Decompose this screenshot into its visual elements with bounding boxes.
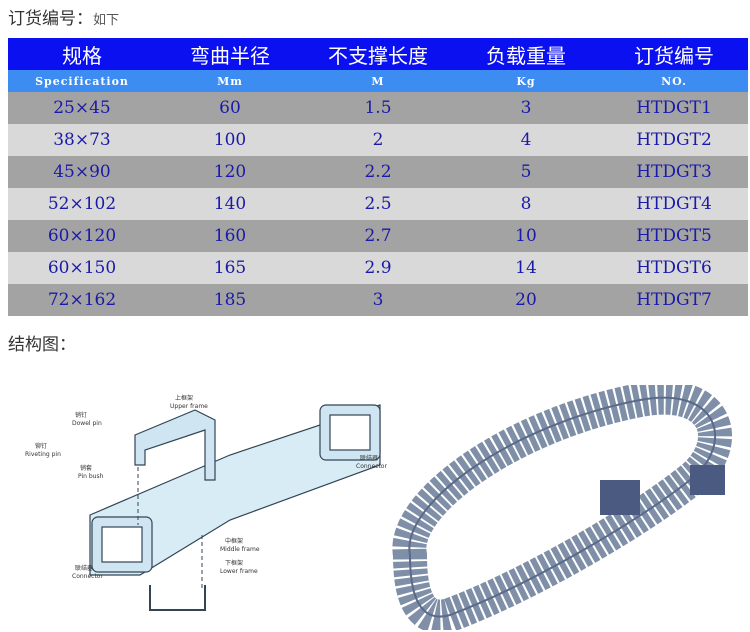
table-cell: 60 bbox=[156, 92, 304, 124]
label-upper: 上框架 bbox=[175, 394, 193, 402]
order-heading: 订货编号：如下 bbox=[8, 4, 119, 29]
label-riveting: 铆钉 bbox=[35, 442, 47, 450]
label-connector-right-en: Connector bbox=[356, 463, 387, 470]
table-cell: 185 bbox=[156, 284, 304, 316]
label-connector-left: 联结器 bbox=[75, 564, 93, 572]
table-cell: 2 bbox=[304, 124, 452, 156]
label-connector-left-en: Connector bbox=[72, 573, 103, 580]
table-cell: 14 bbox=[452, 252, 600, 284]
unit-header: Mm bbox=[156, 70, 304, 92]
label-dowel-en: Dowel pin bbox=[72, 420, 102, 427]
table-cell: 38×73 bbox=[8, 124, 156, 156]
column-header: 不支撑长度 bbox=[304, 38, 452, 70]
label-lower: 下框架 bbox=[225, 559, 243, 567]
label-upper-en: Upper frame bbox=[170, 403, 208, 410]
table-cell: 2.2 bbox=[304, 156, 452, 188]
table-cell: HTDGT3 bbox=[600, 156, 748, 188]
table-cell: 2.9 bbox=[304, 252, 452, 284]
unit-header: Kg bbox=[452, 70, 600, 92]
table-cell: 165 bbox=[156, 252, 304, 284]
column-header: 弯曲半径 bbox=[156, 38, 304, 70]
table-cell: HTDGT6 bbox=[600, 252, 748, 284]
label-middle-en: Middle frame bbox=[220, 546, 260, 553]
table-cell: 160 bbox=[156, 220, 304, 252]
structure-heading: 结构图： bbox=[8, 335, 76, 355]
table-cell: HTDGT4 bbox=[600, 188, 748, 220]
table-cell: 100 bbox=[156, 124, 304, 156]
order-heading-note: 如下 bbox=[93, 13, 120, 28]
unit-header: M bbox=[304, 70, 452, 92]
structure-diagram: 上框架 Upper frame 销钉 Dowel pin 铆钉 Riveting… bbox=[25, 394, 387, 611]
label-riveting-en: Riveting pin bbox=[25, 451, 61, 458]
table-cell: 3 bbox=[452, 92, 600, 124]
table-cell: 60×120 bbox=[8, 220, 156, 252]
label-bush: 销套 bbox=[80, 464, 92, 472]
column-header: 负载重量 bbox=[452, 38, 600, 70]
label-dowel: 销钉 bbox=[75, 411, 87, 419]
table-cell: 4 bbox=[452, 124, 600, 156]
table-cell: 140 bbox=[156, 188, 304, 220]
table-cell: 25×45 bbox=[8, 92, 156, 124]
label-bush-en: Pin bush bbox=[78, 473, 104, 480]
label-connector-right: 联结器 bbox=[360, 454, 378, 462]
table-cell: 10 bbox=[452, 220, 600, 252]
unit-header: Specification bbox=[8, 70, 156, 92]
table-cell: 8 bbox=[452, 188, 600, 220]
table-cell: 60×150 bbox=[8, 252, 156, 284]
table-cell: 3 bbox=[304, 284, 452, 316]
order-heading-label: 订货编号： bbox=[8, 9, 93, 29]
table-cell: 2.5 bbox=[304, 188, 452, 220]
table-cell: 120 bbox=[156, 156, 304, 188]
label-lower-en: Lower frame bbox=[220, 568, 258, 575]
table-cell: 5 bbox=[452, 156, 600, 188]
table-cell: HTDGT5 bbox=[600, 220, 748, 252]
drag-chain-photo bbox=[392, 385, 732, 630]
table-cell: HTDGT2 bbox=[600, 124, 748, 156]
unit-header: NO. bbox=[600, 70, 748, 92]
column-header: 规格 bbox=[8, 38, 156, 70]
table-cell: 45×90 bbox=[8, 156, 156, 188]
table-cell: 1.5 bbox=[304, 92, 452, 124]
table-cell: 2.7 bbox=[304, 220, 452, 252]
column-header: 订货编号 bbox=[600, 38, 748, 70]
label-middle: 中框架 bbox=[225, 537, 243, 545]
table-cell: 52×102 bbox=[8, 188, 156, 220]
table-cell: HTDGT7 bbox=[600, 284, 748, 316]
table-cell: 20 bbox=[452, 284, 600, 316]
table-cell: HTDGT1 bbox=[600, 92, 748, 124]
header-row: 规格弯曲半径不支撑长度负载重量订货编号 bbox=[8, 38, 748, 70]
table-cell: 72×162 bbox=[8, 284, 156, 316]
